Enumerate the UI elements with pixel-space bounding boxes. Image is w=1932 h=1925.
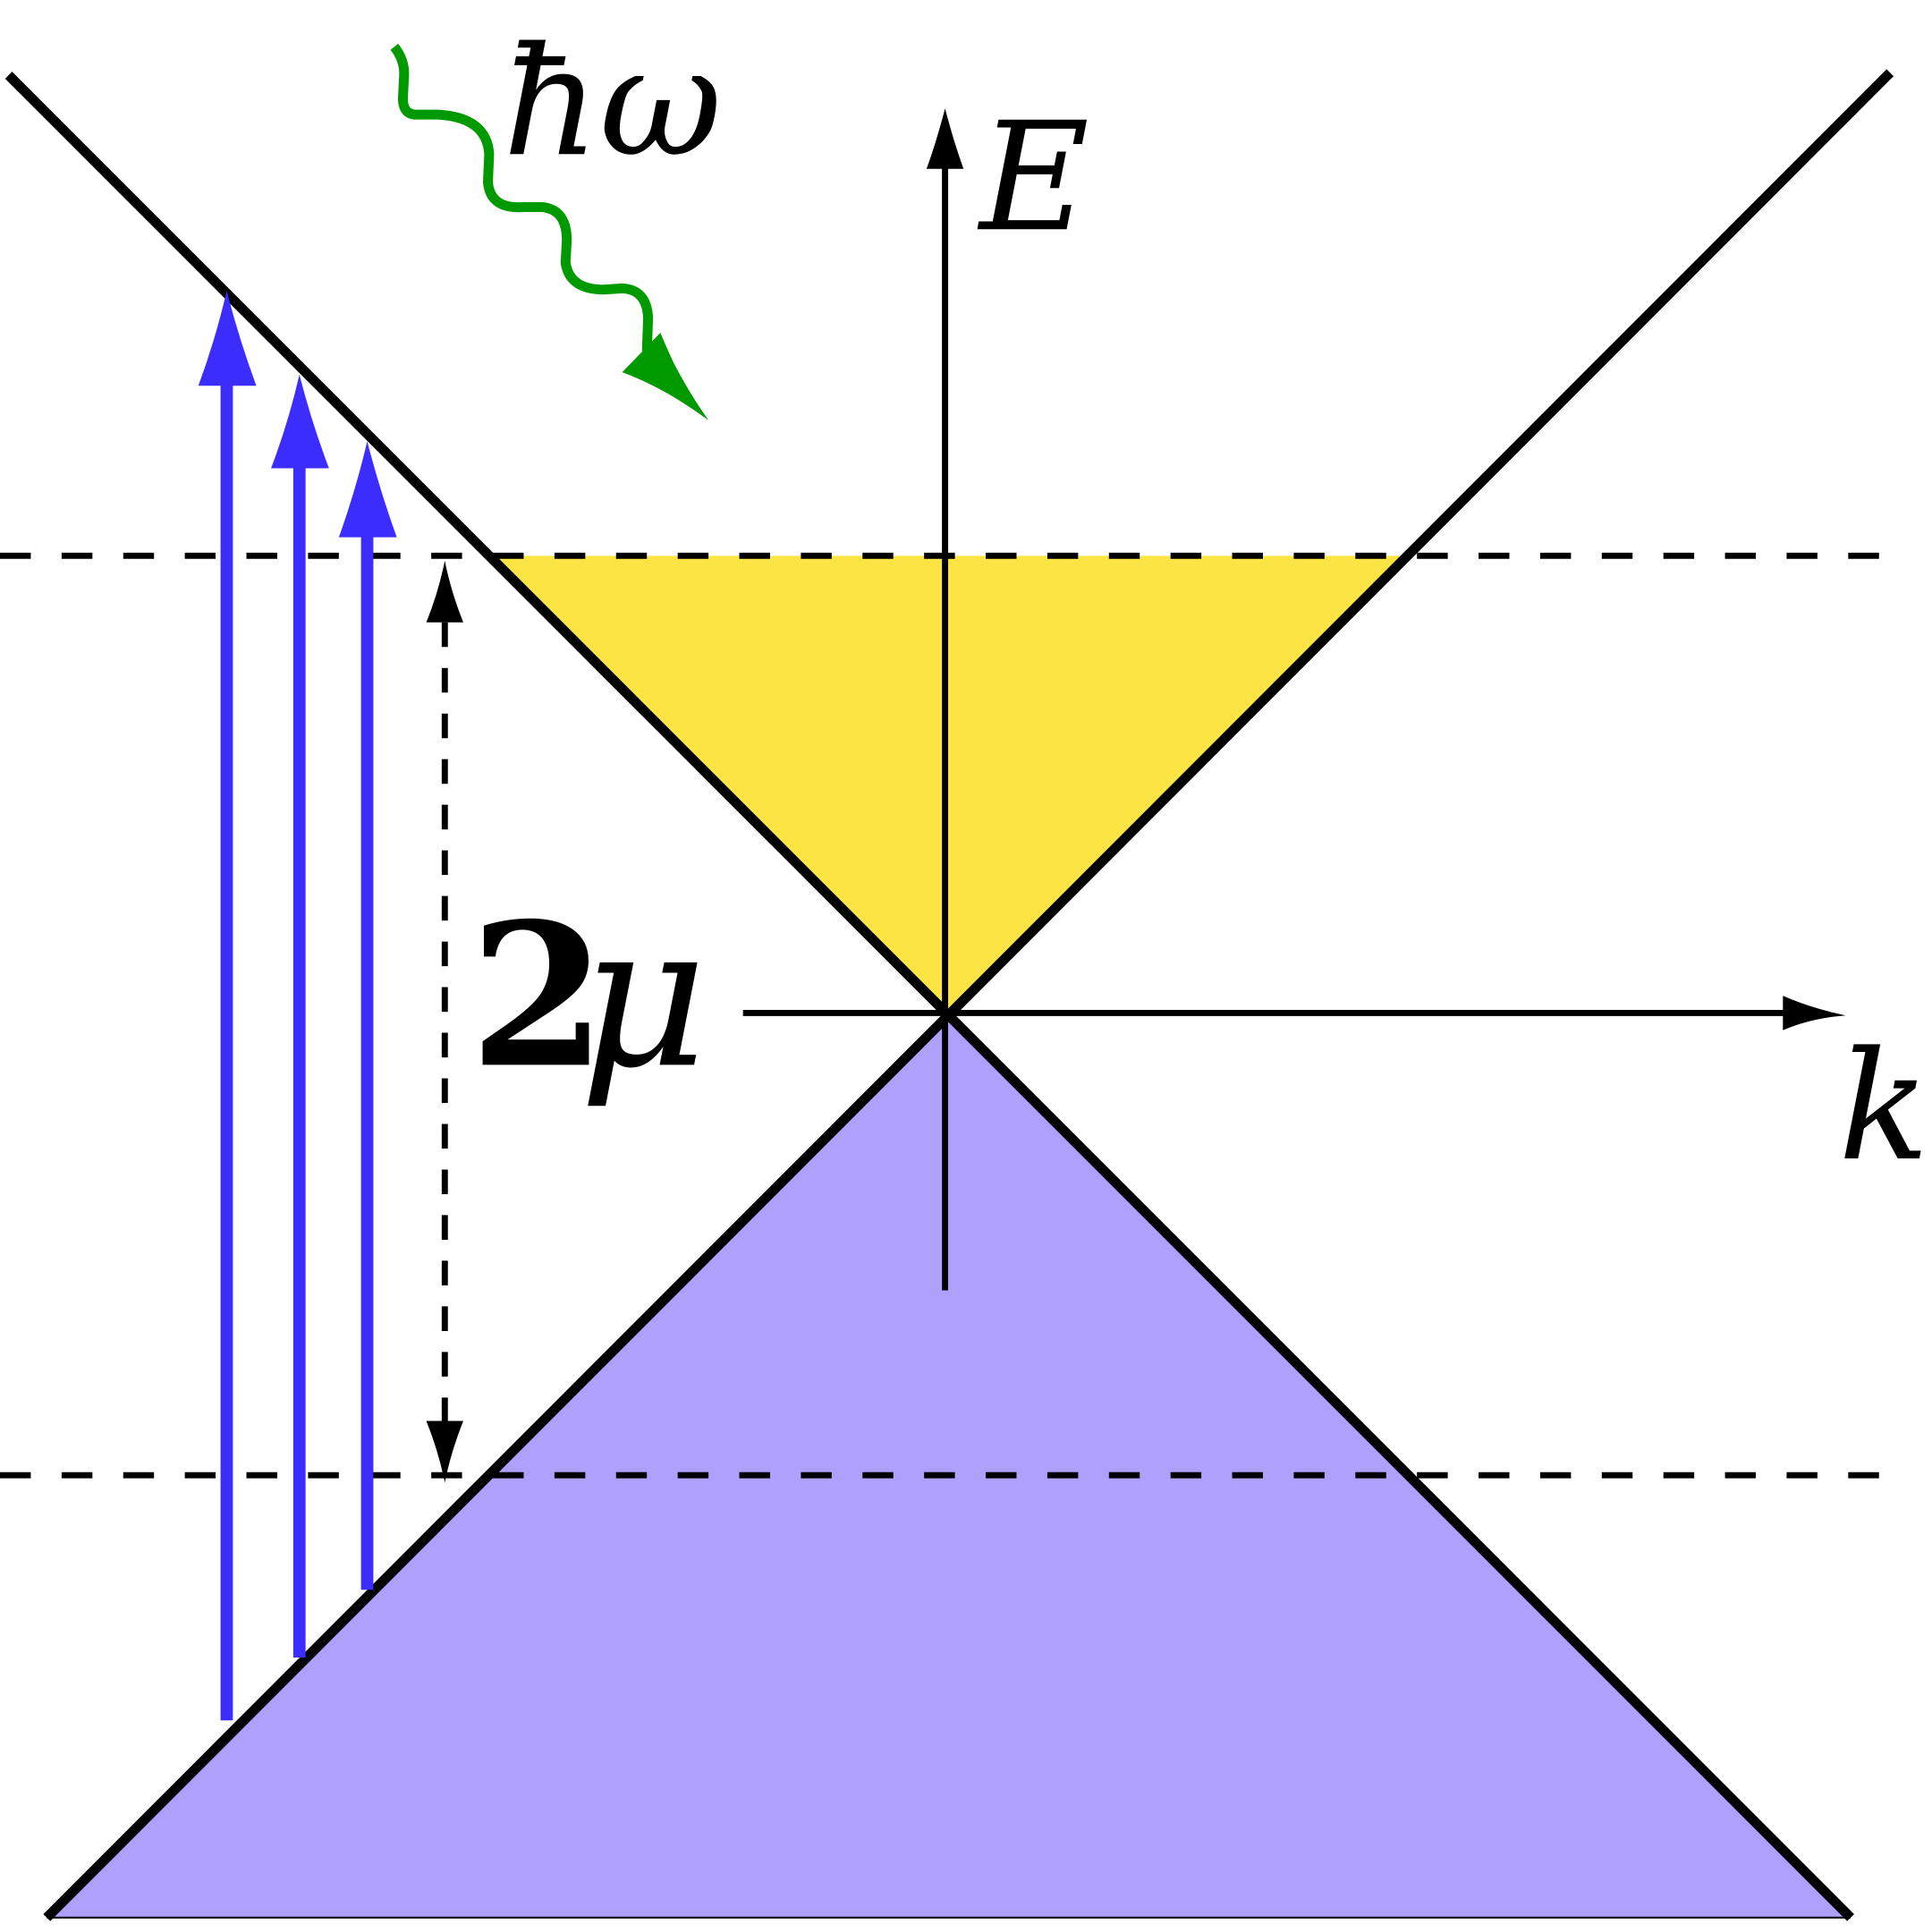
energy-axis-arrowhead-icon	[926, 108, 964, 169]
momentum-axis-label: k	[1838, 1019, 1929, 1194]
energy-axis-label: E	[977, 89, 1089, 265]
valence-band-fill	[47, 1013, 1852, 1918]
photon-label: ħω	[503, 14, 722, 190]
gap-arrow-down-icon	[426, 1420, 463, 1483]
transition-arrowhead-3-icon	[338, 441, 397, 538]
momentum-axis-arrowhead-icon	[1783, 996, 1846, 1030]
interband-transitions	[198, 291, 397, 1721]
photon-arrowhead-icon	[622, 332, 709, 420]
gap-label-mu: μ	[579, 881, 707, 1111]
transition-arrowhead-2-icon	[271, 374, 329, 469]
photon	[390, 43, 709, 420]
photon-wave	[390, 43, 654, 352]
gap-arrow-up-icon	[426, 560, 463, 623]
transition-arrowhead-1-icon	[198, 291, 257, 386]
gap-label-two: 2	[470, 879, 606, 1111]
dispersion-line-left	[4, 72, 1854, 1921]
dispersion-line-right	[43, 69, 1894, 1921]
